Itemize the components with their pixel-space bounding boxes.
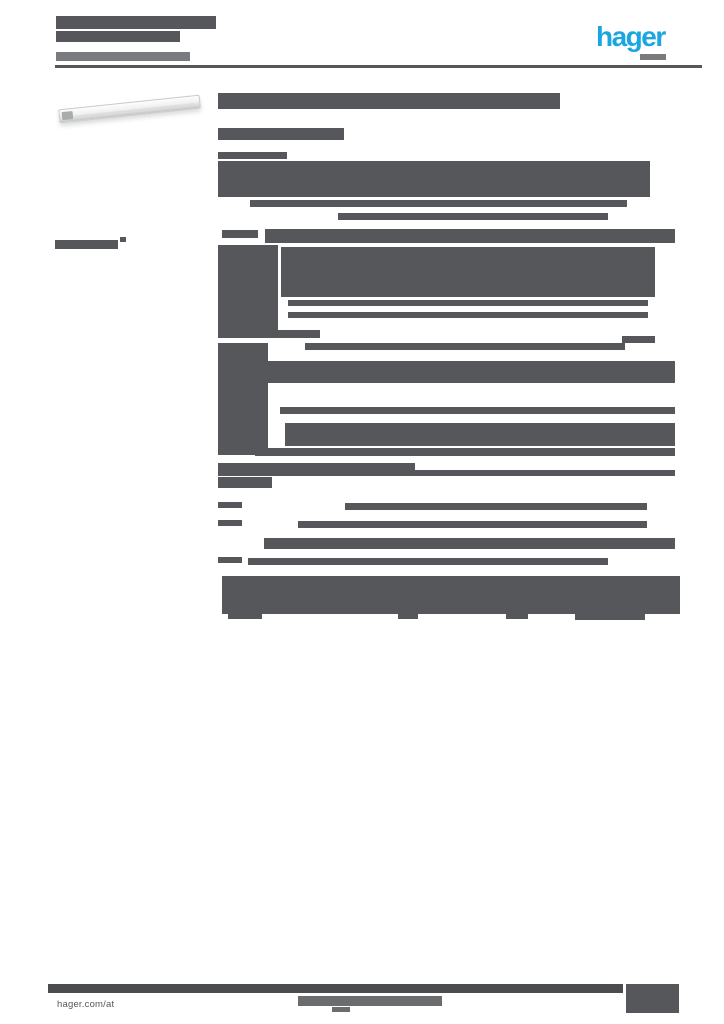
spec2-value-4: [248, 558, 608, 565]
feature-line-1: [288, 300, 648, 306]
title-line-1: [56, 16, 216, 29]
row-value-1: [265, 229, 675, 243]
spec2-label-2: [218, 520, 242, 526]
trunking-profile-render: [58, 94, 202, 132]
footer-site-link[interactable]: hager.com/at: [57, 999, 115, 1010]
spec2-label-1: [218, 502, 242, 508]
row-label-1: [222, 230, 258, 238]
footer-page-block: [626, 984, 679, 1013]
spec2-block-frag-3: [506, 614, 528, 619]
footer-site-box: hager.com/at: [52, 993, 168, 1016]
spec2-value-1: [345, 503, 647, 510]
spec-value-2: [265, 361, 675, 383]
spec2-value-3: [264, 538, 675, 549]
spec-value-6: [218, 463, 415, 470]
spec2-section-label: [218, 477, 272, 488]
feature-line-2: [288, 312, 648, 318]
section-subheading: [218, 128, 344, 140]
hager-logo: hager: [596, 22, 706, 64]
spec2-block-frag-1: [228, 614, 262, 619]
product-heading: [218, 93, 560, 109]
sidebar-label-superscript: [120, 237, 126, 242]
description-line-2: [250, 200, 627, 207]
description-paragraph: [218, 161, 650, 197]
spec-value-5: [255, 448, 675, 456]
footer-center-text: [298, 996, 442, 1006]
spec-value-1: [305, 343, 625, 350]
feature-label-column: [218, 245, 278, 331]
feature-paragraph: [281, 247, 655, 297]
spec2-block: [222, 576, 680, 614]
spec-value-7: [218, 470, 675, 476]
trunking-profile-endcap: [61, 111, 74, 121]
spec2-label-4: [218, 557, 242, 563]
footer-bar: [48, 984, 623, 993]
spec2-value-2: [298, 521, 647, 528]
description-line-3: [338, 213, 608, 220]
spec-value-3: [280, 407, 675, 414]
spec-value-4: [285, 423, 675, 446]
spec2-block-frag-4: [575, 614, 645, 620]
spec-section-label: [218, 330, 320, 338]
header-divider-rule: [55, 65, 702, 68]
spec-label-column: [218, 343, 268, 455]
title-line-2: [56, 31, 180, 42]
description-line-1: [218, 152, 287, 159]
spec2-block-frag-2: [398, 614, 418, 619]
title-line-3: [56, 52, 190, 61]
footer-center-descender: [332, 1007, 350, 1012]
logo-tagline: [640, 54, 666, 60]
hager-logo-text: hager: [596, 21, 666, 52]
spec-unit-ref: [622, 336, 655, 343]
product-image: [56, 86, 206, 150]
sidebar-section-label: [55, 240, 118, 249]
